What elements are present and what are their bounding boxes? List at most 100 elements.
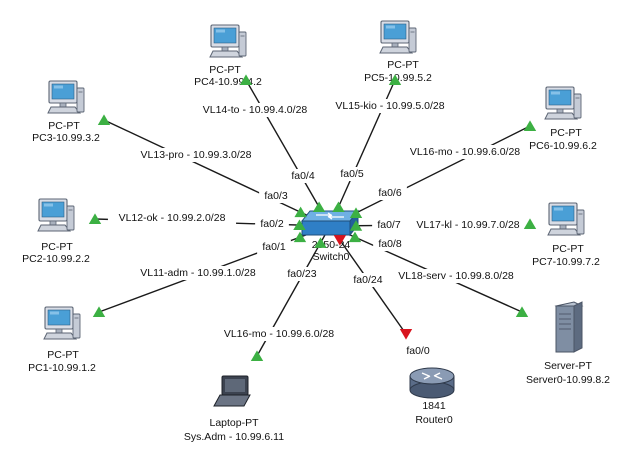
pc-icon[interactable] xyxy=(43,306,81,340)
pc2-type-label: PC-PT xyxy=(41,241,73,253)
pc6-vlan-label: VL16-mo - 10.99.6.0/28 xyxy=(410,146,520,158)
router0-port-label-group: fa0/24 xyxy=(348,273,388,287)
pc3-switch-side-status-icon xyxy=(294,206,307,218)
pc3-device-side-status-icon xyxy=(97,114,111,125)
link-pc3[interactable] xyxy=(103,119,331,227)
pc6-port-label-mask xyxy=(373,186,407,200)
pc2-switch-side-status-icon xyxy=(293,219,306,231)
pc4-name-label: PC4-10.99.4.2 xyxy=(194,76,262,88)
pc2-name-label: PC2-10.99.2.2 xyxy=(22,253,90,265)
laptop-switch-side-status-icon xyxy=(314,237,327,248)
pc1-device-side-status-icon xyxy=(92,306,106,317)
pc7-port-label: fa0/7 xyxy=(377,219,401,231)
pc2-port-label-group: fa0/2 xyxy=(255,217,289,231)
pc4-vlan-label-group: VL14-to - 10.99.4.0/28 xyxy=(190,103,320,117)
pc-icon[interactable] xyxy=(547,202,585,236)
laptop-vlan-label: VL16-mo - 10.99.6.0/28 xyxy=(224,328,334,340)
pc2-port-label: fa0/2 xyxy=(260,218,284,230)
pc1-port-label-mask xyxy=(257,240,291,254)
pc3-type-label: PC-PT xyxy=(48,120,80,132)
pc6-name-label: PC6-10.99.6.2 xyxy=(529,140,597,152)
server0-vlan-label-group: VL18-serv - 10.99.8.0/28 xyxy=(386,269,526,283)
pc3-port-label-group: fa0/3 xyxy=(259,189,293,203)
pc-icon[interactable] xyxy=(379,20,417,54)
laptop-type-label: Laptop-PT xyxy=(209,417,259,429)
router0-type-label: 1841 xyxy=(422,400,446,412)
router0-port-label: fa0/24 xyxy=(353,274,382,286)
pc2-port-label-mask xyxy=(255,217,289,231)
server0-port-label-group: fa0/8 xyxy=(373,237,407,251)
pc7-switch-side-status-icon xyxy=(349,220,363,231)
pc5-vlan-label: VL15-kio - 10.99.5.0/28 xyxy=(335,100,444,112)
pc1-vlan-label-group: VL11-adm - 10.99.1.0/28 xyxy=(131,266,265,280)
pc3-port-label: fa0/3 xyxy=(264,190,288,202)
laptop-port-label: fa0/23 xyxy=(287,268,316,280)
pc5-vlan-label-mask xyxy=(323,99,457,113)
laptop-port-label-group: fa0/23 xyxy=(282,267,322,281)
pc-icon[interactable] xyxy=(544,86,582,120)
router0-remote-port-label-mask xyxy=(401,344,435,358)
pc1-name-label: PC1-10.99.1.2 xyxy=(28,362,96,374)
laptop-icon[interactable] xyxy=(213,375,251,407)
pc6-device-side-status-icon xyxy=(523,120,537,131)
router0-remote-port-label: fa0/0 xyxy=(406,345,430,357)
pc3-name-label: PC3-10.99.3.2 xyxy=(32,132,100,144)
server0-device-side-status-icon xyxy=(515,306,529,317)
pc7-port-label-mask xyxy=(372,218,406,232)
pc5-type-label: PC-PT xyxy=(387,59,419,71)
pc3-port-label-mask xyxy=(259,189,293,203)
pc6-vlan-label-mask xyxy=(400,145,530,159)
pc1-port-label: fa0/1 xyxy=(262,241,286,253)
laptop-vlan-label-mask xyxy=(214,327,344,341)
pc6-vlan-label-group: VL16-mo - 10.99.6.0/28 xyxy=(400,145,530,159)
pc6-type-label: PC-PT xyxy=(550,127,582,139)
pc1-port-label-group: fa0/1 xyxy=(257,240,291,254)
pc5-port-label-mask xyxy=(335,167,369,181)
router0-name-label: Router0 xyxy=(415,414,453,426)
pc7-port-label-group: fa0/7 xyxy=(372,218,406,232)
pc7-vlan-label-mask xyxy=(403,218,533,232)
pc5-switch-side-status-icon xyxy=(332,201,345,212)
pc4-switch-side-status-icon xyxy=(312,201,326,212)
pc2-vlan-label: VL12-ok - 10.99.2.0/28 xyxy=(119,212,226,224)
switch-name-label: Switch0 xyxy=(313,251,350,263)
pc4-port-label: fa0/4 xyxy=(291,170,315,182)
router-icon[interactable] xyxy=(409,367,455,399)
pc4-port-label-group: fa0/4 xyxy=(286,169,320,183)
laptop-name-label: Sys.Adm - 10.99.6.11 xyxy=(184,431,284,443)
pc6-port-label-group: fa0/6 xyxy=(373,186,407,200)
pc1-vlan-label: VL11-adm - 10.99.1.0/28 xyxy=(140,267,256,279)
server0-port-label-mask xyxy=(373,237,407,251)
pc7-device-side-status-icon xyxy=(523,218,537,229)
pc-icon[interactable] xyxy=(47,80,85,114)
server0-name-label: Server0-10.99.8.2 xyxy=(526,374,610,386)
pc6-switch-side-status-icon xyxy=(349,207,363,218)
laptop-vlan-label-group: VL16-mo - 10.99.6.0/28 xyxy=(214,327,344,341)
pc5-port-label: fa0/5 xyxy=(340,168,364,180)
router0-switch-side-status-icon xyxy=(333,235,347,246)
server0-vlan-label: VL18-serv - 10.99.8.0/28 xyxy=(398,270,514,282)
router0-port-label-mask xyxy=(348,273,388,287)
pc4-port-label-mask xyxy=(286,169,320,183)
pc-icon[interactable] xyxy=(209,24,247,58)
server0-type-label: Server-PT xyxy=(544,360,592,372)
pc5-vlan-label-group: VL15-kio - 10.99.5.0/28 xyxy=(323,99,457,113)
laptop-port-label-mask xyxy=(282,267,322,281)
pc5-device-side-status-icon xyxy=(388,74,402,85)
pc3-vlan-label: VL13-pro - 10.99.3.0/28 xyxy=(141,149,252,161)
pc4-type-label: PC-PT xyxy=(209,64,241,76)
pc2-vlan-label-group: VL12-ok - 10.99.2.0/28 xyxy=(107,211,237,225)
switch-icon[interactable] xyxy=(300,209,360,237)
pc7-type-label: PC-PT xyxy=(552,243,584,255)
pc4-device-side-status-icon xyxy=(239,74,253,85)
server-icon[interactable] xyxy=(554,301,584,353)
pc1-type-label: PC-PT xyxy=(47,349,79,361)
router0-device-side-status-icon xyxy=(399,329,413,340)
pc4-vlan-label: VL14-to - 10.99.4.0/28 xyxy=(203,104,308,116)
pc3-vlan-label-mask xyxy=(129,148,263,162)
pc6-port-label: fa0/6 xyxy=(378,187,402,199)
pc-icon[interactable] xyxy=(37,198,75,232)
pc3-vlan-label-group: VL13-pro - 10.99.3.0/28 xyxy=(129,148,263,162)
pc4-vlan-label-mask xyxy=(190,103,320,117)
link-pc6[interactable] xyxy=(329,125,531,227)
